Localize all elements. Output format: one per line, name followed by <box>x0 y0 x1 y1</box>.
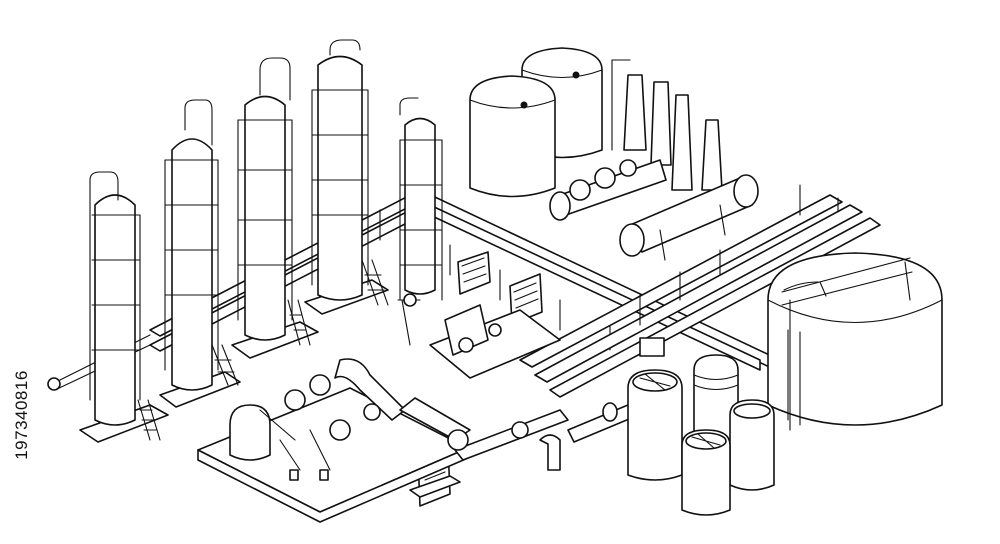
vessel-4 <box>681 429 731 516</box>
heat-exchanger-2 <box>619 174 759 261</box>
large-storage-tank <box>767 252 943 431</box>
foreground-piping <box>399 397 647 471</box>
image-id-text: 197340816 <box>12 370 31 460</box>
vessel-3 <box>729 399 775 491</box>
image-id-label: 197340816 <box>10 300 34 530</box>
column-4 <box>304 39 389 315</box>
heat-exchanger-1 <box>549 159 667 221</box>
manifold-platform <box>197 358 469 523</box>
exhaust-stacks <box>611 59 723 191</box>
column-5 <box>399 97 443 301</box>
vessel-1 <box>627 369 683 481</box>
control-panel-1 <box>457 251 491 295</box>
column-3 <box>231 57 319 359</box>
pipe-support-box <box>639 337 665 357</box>
pump-skid <box>397 293 561 379</box>
column-1 <box>79 171 169 443</box>
column-2 <box>159 99 241 408</box>
storage-tank-back-2 <box>469 75 556 198</box>
